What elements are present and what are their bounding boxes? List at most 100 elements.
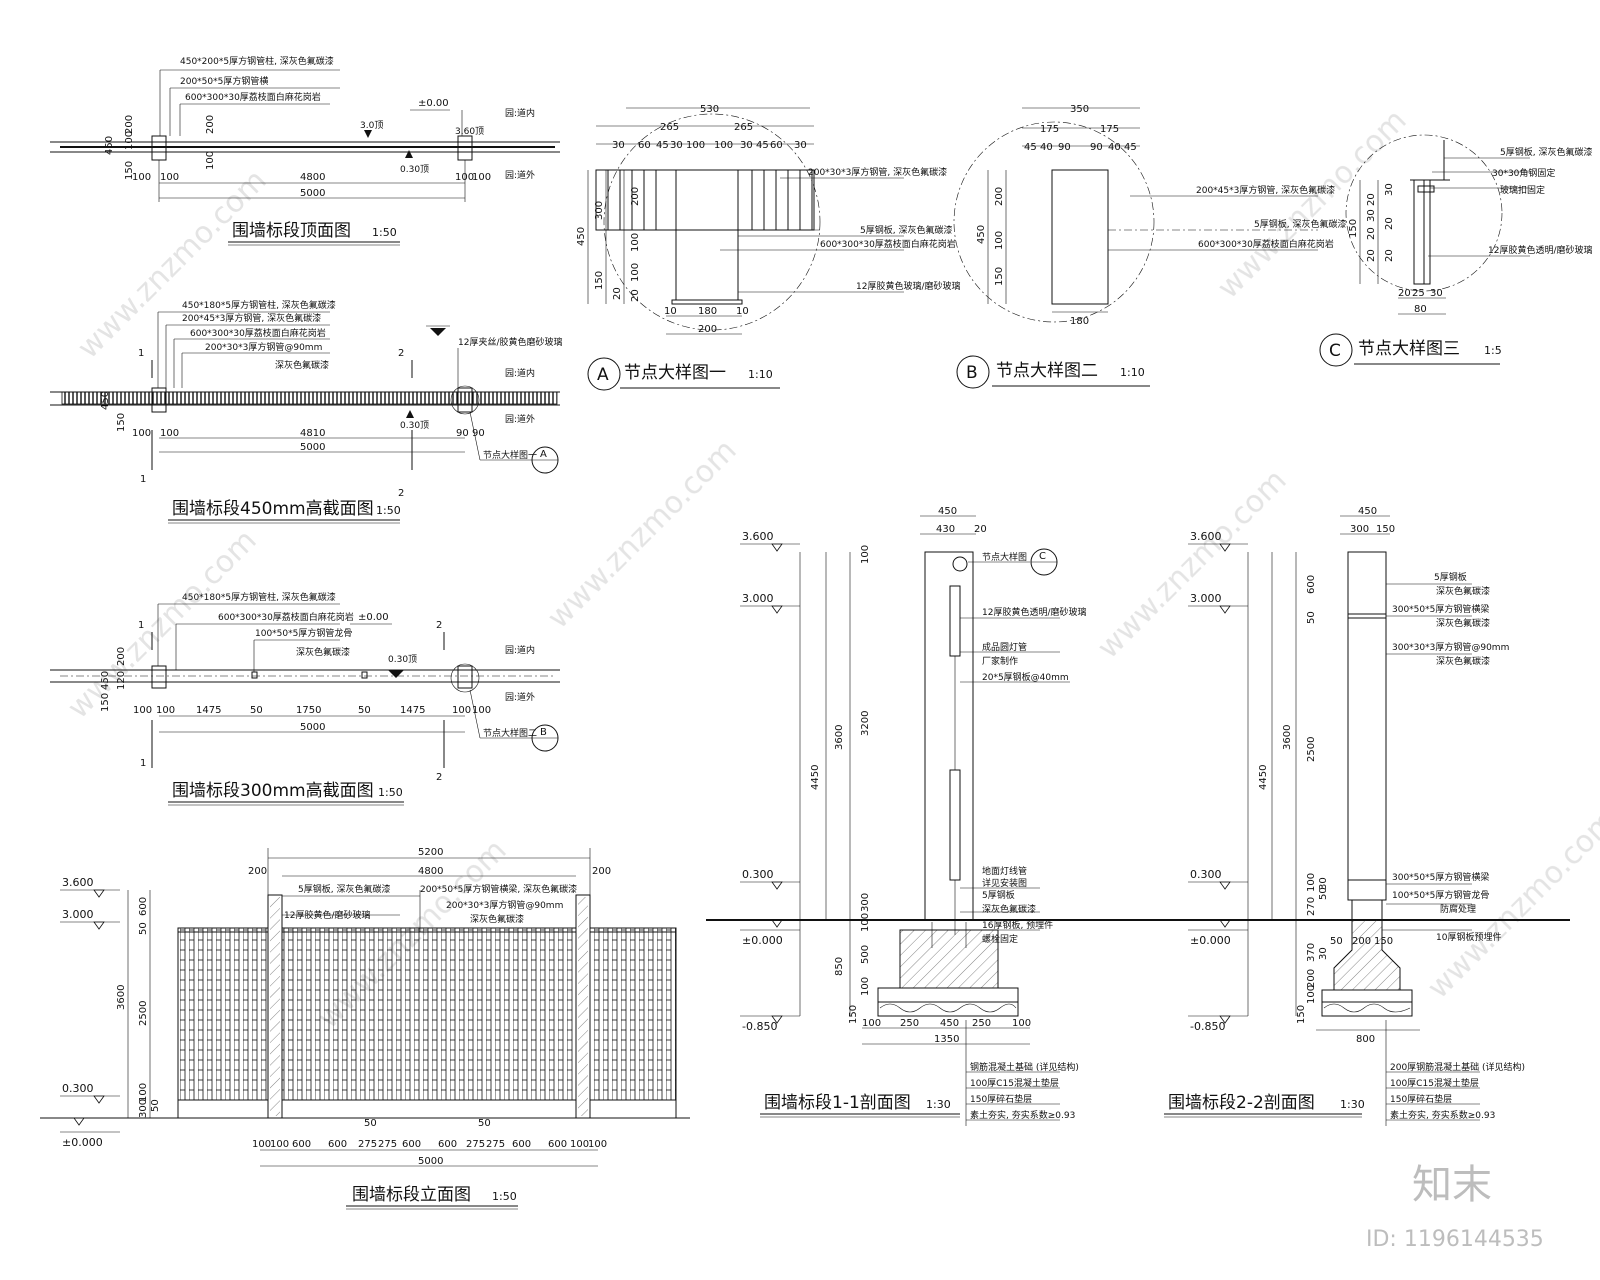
cut-mark: 2 <box>436 772 442 783</box>
note: 600*300*30厚荔枝面白麻花岗岩 <box>1198 238 1334 250</box>
level-label: 0.30顶 <box>400 164 429 175</box>
dimension: 30 <box>612 140 625 151</box>
dimension: 300 <box>1350 524 1369 535</box>
note: 5厚钢板, 深灰色氟碳漆 <box>1500 146 1592 158</box>
drawing-title: 围墙标段300mm高截面图 <box>172 781 374 801</box>
level-label: 3.000 <box>62 908 94 921</box>
brand-logo-text: 知末 <box>1412 1162 1492 1208</box>
dimension: 175 <box>1040 124 1059 135</box>
drawing-scale: 1:10 <box>1120 366 1145 379</box>
dimension: 4450 <box>1258 765 1269 790</box>
dimension: 600 <box>438 1139 457 1150</box>
dimension: 20 <box>974 524 987 535</box>
drawing-scale: 1:50 <box>378 786 403 799</box>
level-label: 3.000 <box>742 592 774 605</box>
dimension: 30 <box>794 140 807 151</box>
cut-mark: 2 <box>436 620 442 631</box>
note: 12厚胶黄色透明/磨砂玻璃 <box>982 606 1087 618</box>
dimension: 100 <box>133 705 152 716</box>
dimension: 1750 <box>296 705 321 716</box>
dimension: 45 <box>756 140 769 151</box>
dimension: 100 <box>455 172 474 183</box>
note: 200厚钢筋混凝土基础 (详见结构) <box>1390 1061 1525 1073</box>
drawing-scale: 1:50 <box>492 1190 517 1203</box>
detail-tag: B <box>966 363 978 383</box>
dimension: 90 <box>456 428 469 439</box>
cut-mark: 1 <box>140 474 146 485</box>
side-label: 园:道内 <box>505 644 535 656</box>
dimension: 90 <box>1058 142 1071 153</box>
dimension: 100 <box>588 1139 607 1150</box>
dimension: 250 <box>900 1018 919 1029</box>
dimension: 530 <box>700 104 719 115</box>
drawing-scale: 1:50 <box>372 226 397 239</box>
level-label: 0.30顶 <box>400 420 429 431</box>
detail-c-view: 5厚钢板, 深灰色氟碳漆 30*30角钢固定 玻璃扣固定 12厚胶黄色透明/磨砂… <box>1319 134 1593 367</box>
dimension: 100 <box>860 913 871 932</box>
dimension: 20 <box>1398 288 1411 299</box>
dimension: 450 <box>576 227 587 246</box>
dimension: 1475 <box>196 705 221 716</box>
note: 200*50*5厚方钢管横梁, 深灰色氟碳漆 <box>420 883 577 895</box>
dimension: 150 <box>100 693 111 712</box>
section-450-view: 450*180*5厚方钢管柱, 深灰色氟碳漆 200*45*3厚方钢管, 深灰色… <box>50 299 563 524</box>
note: 防腐处理 <box>1440 903 1476 915</box>
dimension: 20 <box>612 287 623 300</box>
side-label: 园:道外 <box>505 691 535 703</box>
note: 12厚夹丝/胶黄色磨砂玻璃 <box>458 336 563 348</box>
level-label: -0.850 <box>1190 1020 1225 1033</box>
dimension: 300 <box>594 201 605 220</box>
dimension: 100 <box>472 172 491 183</box>
dimension: 4800 <box>300 172 325 183</box>
dimension: 4800 <box>418 866 443 877</box>
dimension: 850 <box>834 957 845 976</box>
dimension: 50 <box>1330 936 1343 947</box>
drawing-scale: 1:30 <box>1340 1098 1365 1111</box>
dimension: 100 <box>156 705 175 716</box>
dimension: 100 <box>570 1139 589 1150</box>
note: 16厚钢板, 预埋件 <box>982 919 1053 931</box>
drawing-title: 围墙标段2-2剖面图 <box>1168 1093 1315 1113</box>
level-label: ±0.000 <box>742 934 783 947</box>
dimension: 20 <box>1366 249 1377 262</box>
level-label: 0.300 <box>1190 868 1222 881</box>
dimension: 100 <box>160 172 179 183</box>
elevation-view: 5200 200 4800 200 5厚钢板, 深灰色氟碳漆 200*50*5厚… <box>40 847 690 1210</box>
note: 200*50*5厚方钢管横 <box>180 75 268 87</box>
dimension: 275 <box>486 1139 505 1150</box>
note: 150厚碎石垫层 <box>1390 1093 1452 1105</box>
drawing-title: 围墙标段顶面图 <box>232 221 351 241</box>
dimension: 100 <box>862 1018 881 1029</box>
dimension: 3600 <box>1282 725 1293 750</box>
note: 20*5厚钢板@40mm <box>982 671 1069 683</box>
dimension: 80 <box>1414 304 1427 315</box>
note: 钢筋混凝土基础 (详见结构) <box>970 1061 1079 1073</box>
dimension: 5000 <box>300 188 325 199</box>
note: 螺栓固定 <box>982 933 1018 945</box>
note: 200*45*3厚方钢管, 深灰色氟碳漆 <box>182 312 321 324</box>
dimension: 275 <box>378 1139 397 1150</box>
note: 素土夯实, 夯实系数≥0.93 <box>1390 1109 1495 1121</box>
dimension: 5200 <box>418 847 443 858</box>
watermark-text: www.znzmo.com <box>1091 463 1294 666</box>
note: 5厚钢板, 深灰色氟碳漆 <box>1254 218 1346 230</box>
detail-a-view: 530 265 265 30 60 45 30 100 100 30 45 60… <box>576 104 961 391</box>
note: 5厚钢板 <box>1434 571 1467 583</box>
drawing-scale: 1:10 <box>748 368 773 381</box>
dimension: 2500 <box>138 1001 149 1026</box>
dimension: 40 <box>1040 142 1053 153</box>
dimension: 45 <box>1124 142 1137 153</box>
dimension: 600 <box>138 897 149 916</box>
dimension: 350 <box>1070 104 1089 115</box>
dimension: 30 <box>1384 183 1395 196</box>
side-label: 园:道外 <box>505 413 535 425</box>
level-label: ±0.000 <box>62 1136 103 1149</box>
note: 12厚胶黄色/磨砂玻璃 <box>284 909 371 921</box>
dimension: 50 <box>1306 611 1317 624</box>
note: 200*30*3厚方钢管, 深灰色氟碳漆 <box>808 166 947 178</box>
dimension: 5000 <box>418 1156 443 1167</box>
drawing-title: 节点大样图二 <box>996 361 1098 381</box>
dimension: 120 <box>116 671 127 690</box>
detail-callout: 节点大样图二 <box>483 727 537 739</box>
